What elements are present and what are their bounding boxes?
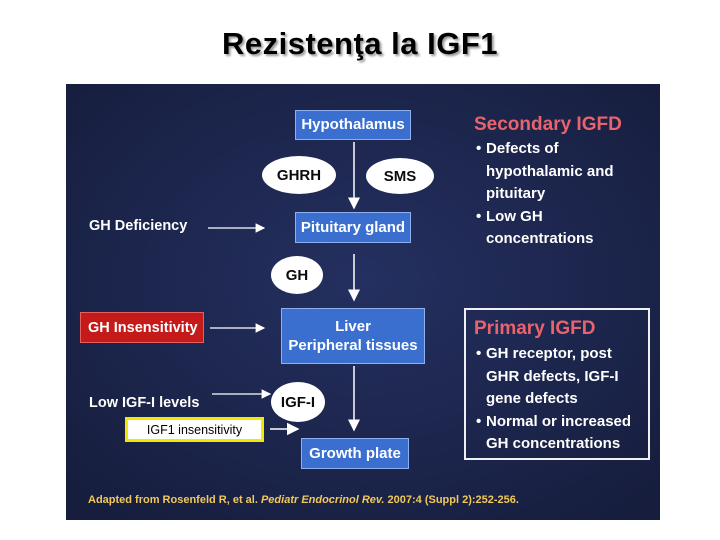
peripheral-tissues-label: Peripheral tissues [288, 337, 418, 354]
ghrh-oval: GHRH [262, 156, 336, 194]
primary-bullet-1: GH receptor, post GHR defects, IGF-I gen… [476, 343, 648, 411]
liver-peripheral-box: Liver Peripheral tissues [281, 308, 425, 364]
secondary-bullet-2: Low GH concentrations [476, 206, 626, 251]
primary-igfd-heading: Primary IGFD [474, 318, 596, 339]
gh-insensitivity-box: GH Insensitivity [80, 312, 204, 343]
hypothalamus-box: Hypothalamus [295, 110, 411, 140]
low-igf-levels-label: Low IGF-I levels [89, 395, 200, 411]
page-title: Rezistenţa la IGF1 [221, 26, 499, 61]
gh-oval: GH [271, 256, 323, 294]
secondary-bullet-1: Defects of hypothalamic and pituitary [476, 138, 626, 206]
igf-oval: IGF-I [271, 382, 325, 422]
citation-prefix: Adapted from Rosenfeld R, et al. [88, 494, 261, 506]
pituitary-gland-box: Pituitary gland [295, 212, 411, 243]
gh-deficiency-label: GH Deficiency [89, 218, 188, 234]
diagram-panel: Hypothalamus GHRH SMS Pituitary gland GH… [66, 84, 660, 520]
growth-plate-box: Growth plate [301, 438, 409, 469]
liver-label: Liver [335, 317, 371, 335]
igf1-insensitivity-callout: IGF1 insensitivity [125, 417, 264, 442]
primary-igfd-frame [464, 308, 650, 460]
primary-igfd-list: GH receptor, post GHR defects, IGF-I gen… [476, 343, 648, 456]
secondary-igfd-list: Defects of hypothalamic and pituitary Lo… [476, 138, 626, 251]
secondary-igfd-heading: Secondary IGFD [474, 114, 622, 135]
sms-oval: SMS [366, 158, 434, 194]
citation-suffix: 2007:4 (Suppl 2):252-256. [384, 494, 519, 506]
primary-bullet-2: Normal or increased GH concentrations [476, 411, 648, 456]
citation-journal: Pediatr Endocrinol Rev. [260, 494, 385, 506]
citation: Adapted from Rosenfeld R, et al. Pediatr… [88, 494, 519, 506]
